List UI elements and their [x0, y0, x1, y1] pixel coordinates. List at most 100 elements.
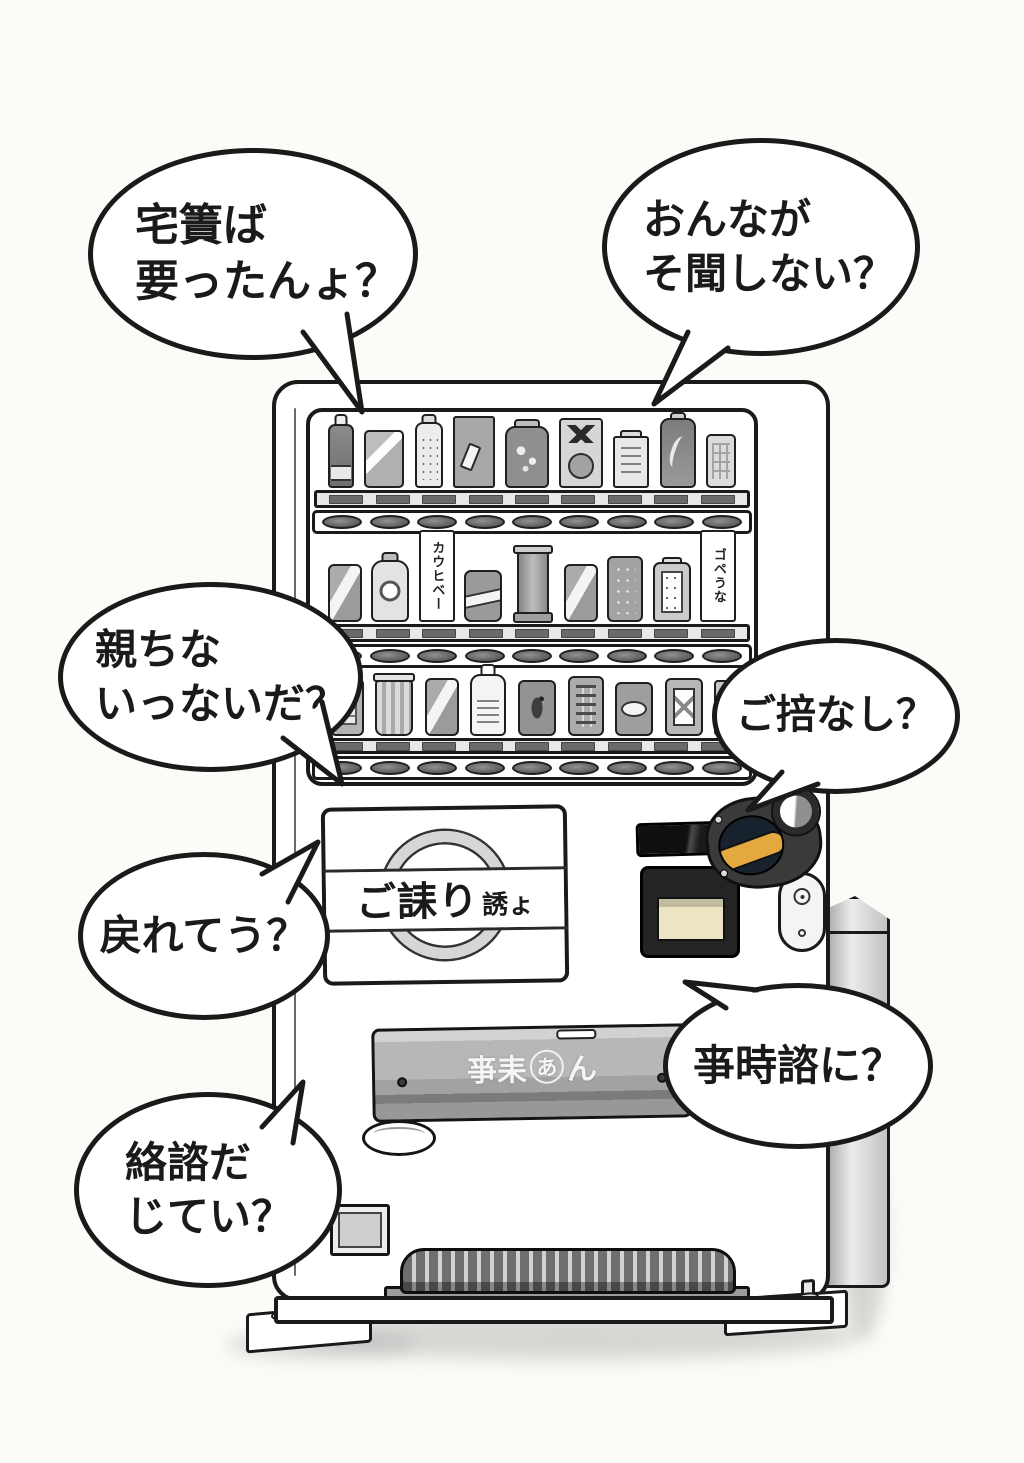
drink-can-dots — [607, 556, 644, 622]
drink-can-diag — [424, 678, 459, 736]
drink-carton-small — [613, 436, 650, 488]
bubble-line: 要ったんょ？ — [135, 256, 399, 307]
selection-button-bar-2 — [312, 644, 752, 668]
selection-button — [654, 515, 695, 529]
drink-jar-grid — [652, 557, 691, 622]
price-tag-bar-3 — [314, 738, 750, 754]
selection-button — [369, 649, 410, 663]
bubble-line: 絡諮だ — [125, 1138, 252, 1188]
screw-icon — [714, 815, 723, 825]
drink-spray — [414, 422, 443, 488]
selection-button-bar-3 — [312, 756, 752, 780]
selection-button — [369, 515, 410, 529]
drink-jar-big — [504, 419, 549, 488]
drink-card: カウヒベー — [418, 530, 455, 622]
selection-button — [654, 649, 695, 663]
dispensing-tray: 亊耒 あ ん — [371, 1023, 693, 1123]
bubble-line: おんなが — [643, 195, 812, 245]
bubble-line: 宅簀ば — [135, 199, 267, 251]
drink-carton-x — [559, 418, 604, 488]
price-tag — [375, 494, 410, 504]
screw-icon — [397, 1077, 408, 1088]
price-tag — [422, 628, 457, 638]
price-tag — [561, 494, 596, 504]
selection-button — [606, 649, 647, 663]
price-tag — [654, 494, 689, 504]
drink-bottle-round — [371, 560, 410, 622]
drink-bottle-white — [470, 674, 507, 736]
selection-button — [464, 761, 505, 775]
drink-box-tall — [452, 416, 495, 488]
selection-button — [417, 515, 458, 529]
price-tag — [514, 494, 549, 504]
tray-label-circled: あ — [529, 1049, 565, 1085]
base-kick-plate — [274, 1296, 834, 1324]
product-display-window: カウヒベー ゴペうな — [306, 408, 758, 786]
small-access-door — [330, 1204, 390, 1256]
selection-button — [322, 515, 363, 529]
drink-can-oval — [615, 682, 654, 736]
bubble-line: じてい？ — [125, 1192, 294, 1241]
drink-carton-diag — [364, 430, 405, 488]
price-tag — [607, 741, 642, 751]
lock-plate — [778, 872, 826, 952]
price-tag — [329, 741, 364, 751]
drink-can-print — [567, 676, 604, 736]
price-tag — [700, 628, 735, 638]
bubble-line: 戻れてう？ — [99, 911, 309, 961]
selection-button — [417, 761, 458, 775]
selection-button — [511, 761, 552, 775]
speech-bubble-top-right: おんなが そ聞しない？ — [602, 138, 920, 356]
drink-cup-fluted — [373, 673, 416, 736]
drink-can-diag — [327, 564, 362, 622]
speech-bubble-low-left: 戻れてう？ — [78, 852, 330, 1020]
drink-card-text: ゴペうな — [710, 548, 726, 604]
selection-button — [701, 515, 742, 529]
price-tag — [654, 628, 689, 638]
price-tag — [654, 741, 689, 751]
bubble-line: そ聞しない？ — [643, 249, 896, 298]
selection-button — [559, 515, 600, 529]
price-tag — [607, 494, 642, 504]
drink-card-text: カウヒベー — [429, 541, 445, 611]
bubble-line: 亊時諮に？ — [692, 1041, 903, 1091]
selection-button — [464, 515, 505, 529]
price-tag-bar-2 — [314, 624, 750, 642]
selection-button — [559, 649, 600, 663]
price-tag — [700, 494, 735, 504]
speech-bubble-bottom-left: 絡諮だ じてい？ — [74, 1092, 342, 1288]
selection-button — [511, 649, 552, 663]
drink-can-diag — [563, 564, 598, 622]
drink-card: ゴペうな — [700, 530, 737, 622]
selection-button — [559, 761, 600, 775]
selection-button — [369, 761, 410, 775]
drink-can-tall — [659, 412, 696, 488]
drink-can-small — [705, 434, 736, 488]
selection-button — [322, 761, 363, 775]
selection-button — [701, 649, 742, 663]
speech-bubble-low-right: 亊時諮に？ — [663, 983, 933, 1149]
selection-button — [606, 515, 647, 529]
bubble-line: ご掊なし？ — [736, 692, 936, 739]
price-tag — [561, 628, 596, 638]
drink-column — [512, 545, 553, 623]
instruction-panel: ご誄り 誘ょ — [320, 804, 570, 986]
drink-can-window — [664, 678, 703, 736]
price-tag-bar-1 — [314, 490, 750, 508]
tray-label: 亊耒 あ ん — [375, 1042, 690, 1091]
selection-button — [654, 761, 695, 775]
speech-bubble-mid-right: ご掊なし？ — [712, 638, 960, 794]
panel-text-main: ご誄り — [355, 878, 480, 927]
vent-grille — [400, 1248, 736, 1294]
bill-slot — [657, 897, 725, 941]
keyhole-icon — [793, 888, 811, 905]
price-tag — [607, 628, 642, 638]
price-tag — [468, 741, 503, 751]
selection-button — [606, 761, 647, 775]
selection-button — [701, 761, 742, 775]
drink-can-dark — [517, 680, 556, 736]
selection-button — [511, 515, 552, 529]
drink-jar-label — [464, 570, 503, 622]
price-tag — [468, 494, 503, 504]
